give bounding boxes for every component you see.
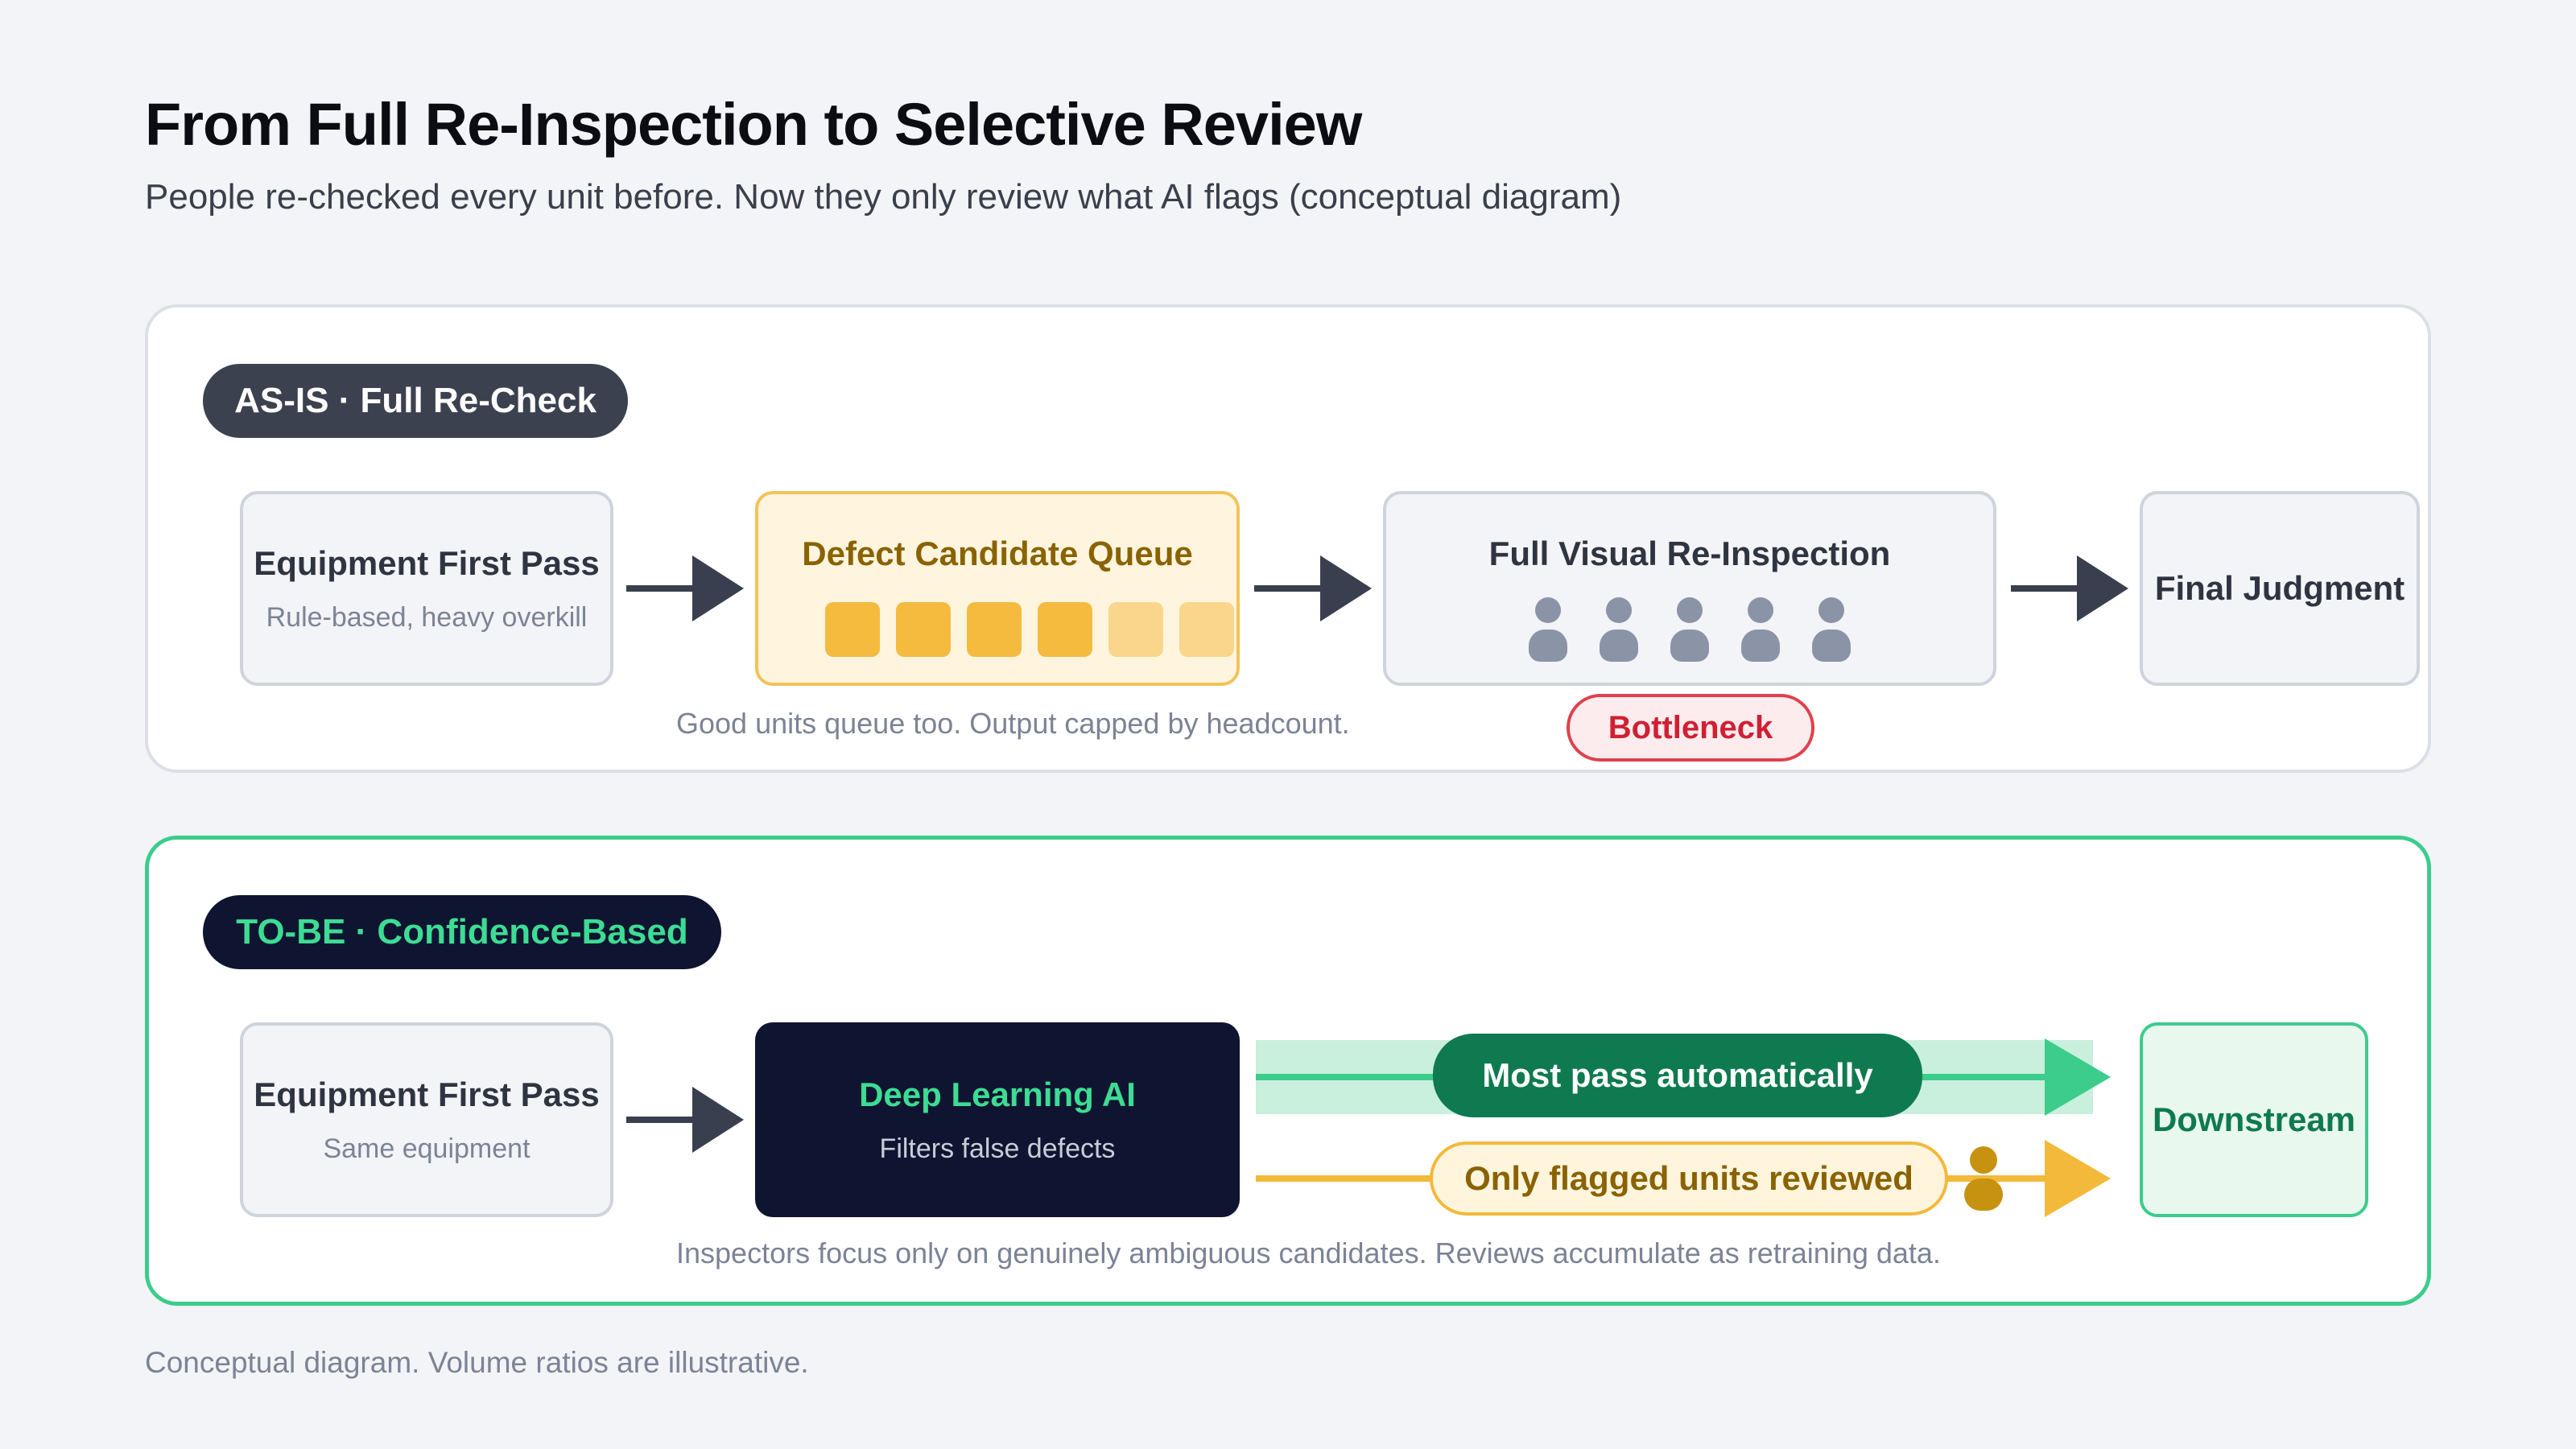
person-icon: [1663, 597, 1716, 663]
person-icon: [1521, 597, 1575, 663]
first-pass-subtitle: Rule-based, heavy overkill: [266, 601, 588, 633]
person-icon: [1964, 1146, 2003, 1211]
to-be-caption: Inspectors focus only on genuinely ambig…: [676, 1236, 1941, 1269]
as-is-first-pass-box: Equipment First Pass Rule-based, heavy o…: [240, 491, 613, 686]
ai-subtitle: Filters false defects: [879, 1133, 1116, 1164]
to-be-label: TO-BE · Confidence-Based: [203, 895, 721, 969]
inspectors-group: [1521, 597, 1858, 663]
arrow-right-icon: [626, 1087, 744, 1153]
queue-items: [825, 602, 1234, 657]
ai-title: Deep Learning AI: [859, 1075, 1136, 1113]
arrow-right-icon: [2011, 555, 2128, 621]
deep-learning-ai-box: Deep Learning AI Filters false defects: [755, 1022, 1240, 1217]
as-is-label: AS-IS · Full Re-Check: [203, 364, 628, 438]
reinspection-title: Full Visual Re-Inspection: [1488, 535, 1891, 572]
queue-item-icon: [967, 602, 1022, 657]
queue-item-icon: [896, 602, 951, 657]
first-pass-title: Equipment First Pass: [254, 543, 600, 582]
arrow-right-icon: [2045, 1140, 2111, 1217]
person-icon: [1805, 597, 1858, 663]
arrow-right-icon: [626, 555, 744, 621]
defect-candidate-queue-box: Defect Candidate Queue: [755, 491, 1240, 686]
first-pass-subtitle: Same equipment: [323, 1133, 530, 1164]
queue-item-icon: [1038, 602, 1092, 657]
page-title: From Full Re-Inspection to Selective Rev…: [145, 91, 1362, 158]
person-icon: [1734, 597, 1787, 663]
queue-item-icon: [825, 602, 880, 657]
page-subtitle: People re-checked every unit before. Now…: [145, 177, 1622, 217]
queue-item-icon: [1108, 602, 1163, 657]
arrow-right-icon: [1254, 555, 1372, 621]
auto-pass-label: Most pass automatically: [1433, 1034, 1922, 1117]
downstream-box: Downstream: [2140, 1022, 2368, 1217]
first-pass-title: Equipment First Pass: [254, 1075, 600, 1113]
arrow-right-icon: [2045, 1038, 2111, 1116]
as-is-caption: Good units queue too. Output capped by h…: [676, 707, 1350, 740]
bottleneck-badge: Bottleneck: [1567, 694, 1814, 762]
final-judgment-title: Final Judgment: [2154, 569, 2405, 607]
to-be-first-pass-box: Equipment First Pass Same equipment: [240, 1022, 613, 1217]
flagged-review-label: Only flagged units reviewed: [1430, 1141, 1948, 1216]
person-icon: [1592, 597, 1645, 663]
downstream-title: Downstream: [2152, 1100, 2356, 1138]
queue-item-icon: [1179, 602, 1234, 657]
full-visual-reinspection-box: Full Visual Re-Inspection: [1383, 491, 1996, 686]
queue-title: Defect Candidate Queue: [802, 535, 1193, 572]
final-judgment-box: Final Judgment: [2140, 491, 2420, 686]
footer-note: Conceptual diagram. Volume ratios are il…: [145, 1346, 809, 1379]
